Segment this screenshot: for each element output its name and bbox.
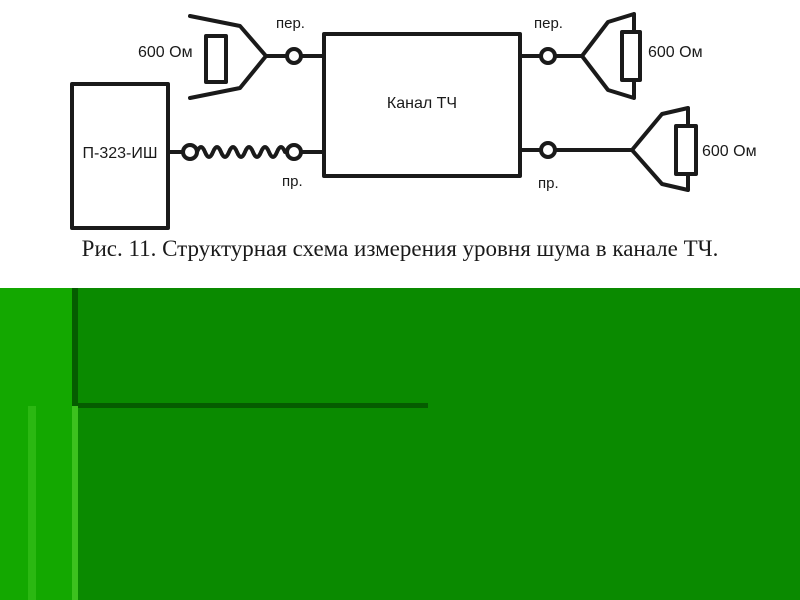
channel-box [322, 32, 522, 178]
left-rx-port-label: пр. [282, 173, 303, 190]
left-rx-line [166, 143, 326, 161]
right-tx-port-label: пер. [534, 15, 563, 32]
left-load-label: 600 Ом [138, 44, 193, 61]
right-rx-port-label: пр. [538, 175, 559, 192]
left-tx-port-label: пер. [276, 15, 305, 32]
green-background [0, 288, 800, 600]
right-bottom-load-symbol [518, 106, 698, 192]
vertical-dark-line [72, 288, 78, 406]
horizontal-dark-line [78, 403, 428, 408]
device-box [70, 82, 170, 230]
figure-caption: Рис. 11. Структурная схема измерения уро… [81, 236, 719, 261]
right-bottom-load-label: 600 Ом [702, 143, 757, 160]
right-top-load-symbol [518, 12, 642, 100]
right-top-load-label: 600 Ом [648, 44, 703, 61]
left-light-band [0, 288, 72, 600]
device-label: П-323-ИШ [82, 145, 157, 162]
left-load-symbol [188, 14, 326, 100]
left-edge-light-stripe [28, 406, 36, 600]
diagram-area: П-323-ИШ Канал ТЧ 600 Ом 600 Ом 600 Ом п… [0, 0, 800, 288]
vertical-light-line [72, 406, 78, 600]
measurement-diagram: П-323-ИШ Канал ТЧ 600 Ом 600 Ом 600 Ом п… [70, 12, 757, 230]
channel-label: Канал ТЧ [387, 95, 457, 112]
